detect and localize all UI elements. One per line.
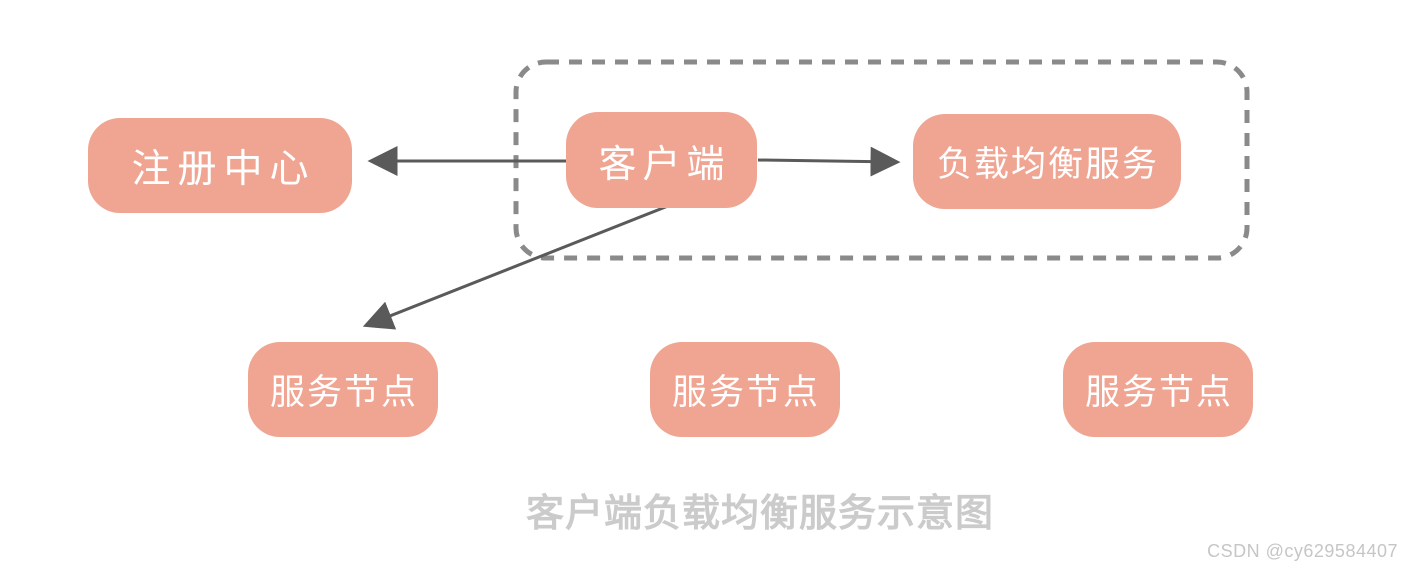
node-service-node-1-label: 服务节点 — [269, 373, 418, 412]
edge-client-to-load-balancer — [757, 146, 901, 177]
diagram-caption: 客户端负载均衡服务示意图 — [525, 493, 994, 535]
node-load-balancer-label: 负载均衡服务 — [936, 145, 1159, 184]
node-service-node-1: 服务节点 — [248, 342, 438, 437]
node-service-node-2: 服务节点 — [650, 342, 840, 437]
node-service-node-3: 服务节点 — [1063, 342, 1253, 437]
node-client-label: 客户端 — [598, 143, 731, 186]
node-load-balancer: 负载均衡服务 — [913, 114, 1181, 209]
node-service-node-2-label: 服务节点 — [671, 373, 820, 412]
node-service-node-3-label: 服务节点 — [1084, 373, 1233, 412]
edge-client-to-service-node — [362, 204, 669, 330]
node-registry: 注册中心 — [88, 118, 352, 213]
node-client: 客户端 — [566, 112, 757, 208]
node-registry-label: 注册中心 — [131, 147, 316, 191]
watermark-text: CSDN @cy629584407 — [1207, 541, 1398, 561]
